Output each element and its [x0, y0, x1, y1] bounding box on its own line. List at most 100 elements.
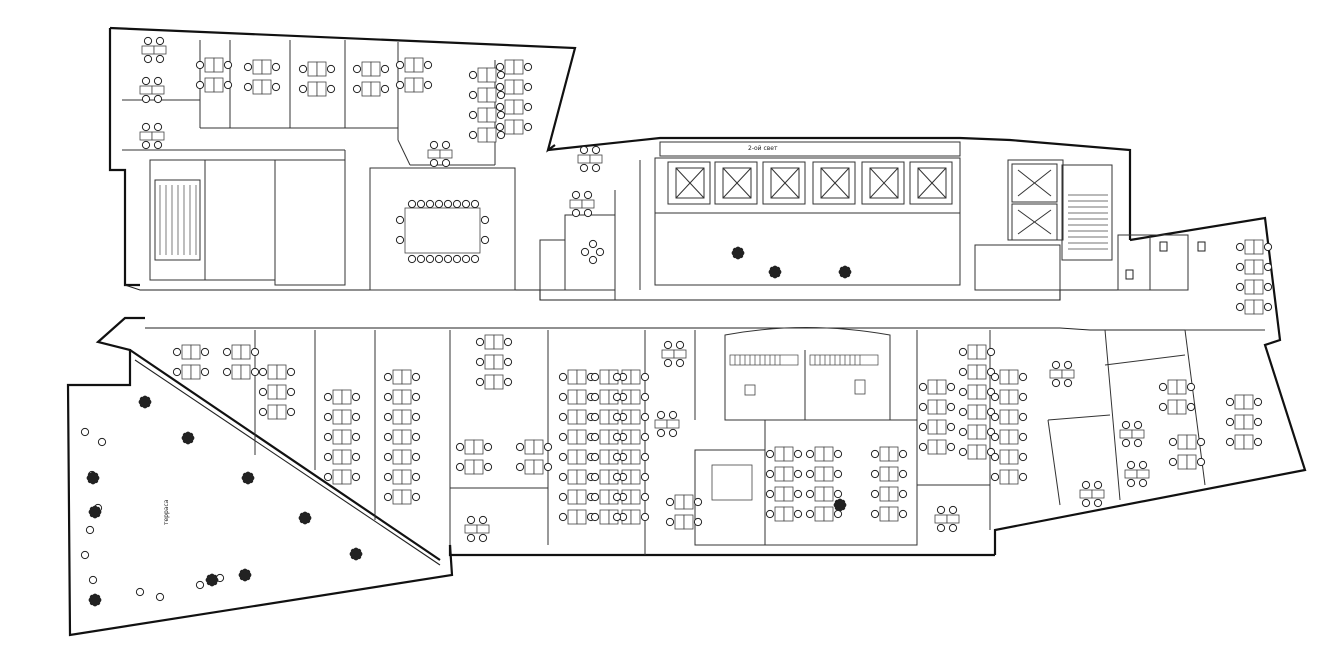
desk	[999, 409, 1010, 425]
plant-icon	[349, 547, 363, 561]
workstation-chair-icon	[1186, 382, 1196, 392]
workstation-chair-icon	[88, 575, 98, 585]
workstation-chair-icon	[558, 392, 568, 402]
reception-panels	[729, 354, 879, 366]
workstation-chair-icon	[411, 432, 421, 442]
workstation-chair-icon	[948, 505, 958, 515]
workstation-chair-icon	[478, 515, 488, 525]
elevator-icon	[762, 161, 806, 205]
workstation-chair-icon	[946, 402, 956, 412]
workstation-chair-icon	[411, 372, 421, 382]
workstation-chair-icon	[475, 357, 485, 367]
desk	[267, 384, 278, 400]
workstation-chair-icon	[85, 525, 95, 535]
workstation-chair-icon	[918, 442, 928, 452]
workstation-chair-icon	[172, 347, 182, 357]
desk	[427, 149, 441, 159]
workstation-chair-icon	[765, 489, 775, 499]
desk	[401, 369, 412, 385]
desk	[392, 469, 403, 485]
workstation-chair-icon	[429, 158, 439, 168]
workstation-chair-icon	[1093, 498, 1103, 508]
workstation-chair-icon	[483, 462, 493, 472]
workstation-chair-icon	[590, 512, 600, 522]
workstation-chair-icon	[425, 254, 435, 264]
workstation-chair-icon	[380, 64, 390, 74]
workstation-chair-icon	[495, 122, 505, 132]
elevator-icon	[861, 161, 905, 205]
workstation-chair-icon	[286, 387, 296, 397]
workstation-chair-icon	[323, 452, 333, 462]
desk	[341, 469, 352, 485]
desk	[524, 459, 535, 475]
desk	[413, 57, 424, 73]
workstation-chair-icon	[805, 469, 815, 479]
workstation-chair-icon	[590, 392, 600, 402]
desk	[888, 486, 899, 502]
desk	[967, 364, 978, 380]
desk	[141, 45, 155, 55]
desk	[576, 509, 587, 525]
workstation-chair-icon	[1018, 372, 1028, 382]
desk	[879, 486, 890, 502]
workstation-chair-icon	[946, 442, 956, 452]
toilet-icon	[1159, 241, 1168, 252]
desk	[630, 469, 641, 485]
workstation-chair-icon	[195, 80, 205, 90]
workstation-chair-icon	[495, 62, 505, 72]
desk	[476, 524, 490, 534]
workstation-chair-icon	[693, 497, 703, 507]
desk	[666, 419, 680, 429]
desk	[577, 154, 591, 164]
workstation-chair-icon	[1196, 437, 1206, 447]
workstation-chair-icon	[558, 372, 568, 382]
workstation-chair-icon	[543, 462, 553, 472]
desk	[493, 354, 504, 370]
desk	[240, 344, 251, 360]
desk	[879, 446, 890, 462]
workstation-chair-icon	[407, 199, 417, 209]
workstation-chair-icon	[383, 372, 393, 382]
workstation-chair-icon	[590, 492, 600, 502]
workstation-chair-icon	[958, 387, 968, 397]
desk	[967, 444, 978, 460]
workstation-chair-icon	[1168, 437, 1178, 447]
desk	[774, 446, 785, 462]
workstation-chair-icon	[936, 505, 946, 515]
workstation-chair-icon	[583, 208, 593, 218]
desk	[401, 449, 412, 465]
workstation-chair-icon	[480, 235, 490, 245]
workstation-chair-icon	[153, 122, 163, 132]
workstation-chair-icon	[523, 62, 533, 72]
desk	[361, 61, 372, 77]
workstation-chair-icon	[1081, 480, 1091, 490]
workstation-chair-icon	[443, 254, 453, 264]
workstation-chair-icon	[805, 489, 815, 499]
workstation-chair-icon	[258, 367, 268, 377]
desk	[1253, 299, 1264, 315]
workstation-chair-icon	[1121, 420, 1131, 430]
workstation-desks	[139, 45, 1264, 534]
workstation-chair-icon	[383, 412, 393, 422]
elevator-icon	[714, 161, 758, 205]
workstation-chair-icon	[222, 347, 232, 357]
workstation-chair-icon	[1081, 498, 1091, 508]
workstation-chair-icon	[323, 392, 333, 402]
desk	[654, 419, 668, 429]
plant-icon	[138, 395, 152, 409]
workstation-chair-icon	[898, 509, 908, 519]
workstation-chair-icon	[898, 489, 908, 499]
workstation-chair-icon	[612, 472, 622, 482]
desk	[999, 449, 1010, 465]
workstation-chair-icon	[407, 254, 417, 264]
workstation-chair-icon	[523, 82, 533, 92]
workstation-chair-icon	[468, 130, 478, 140]
workstation-chair-icon	[423, 80, 433, 90]
workstation-chair-icon	[591, 145, 601, 155]
workstation-chair-icon	[656, 410, 666, 420]
workstation-chair-icon	[1235, 282, 1245, 292]
workstation-chair-icon	[990, 372, 1000, 382]
workstation-chair-icon	[80, 550, 90, 560]
workstation-chair-icon	[383, 492, 393, 502]
